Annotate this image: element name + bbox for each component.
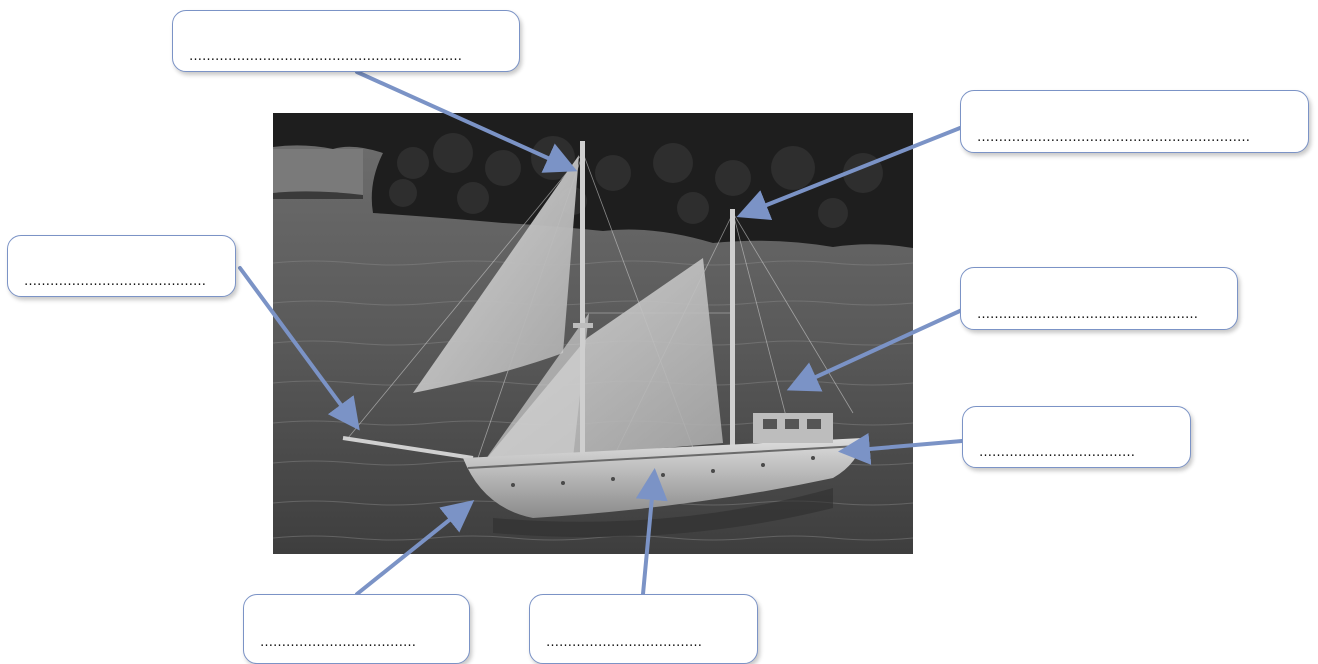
label-box-right-lower[interactable]: ……………………………… — [962, 406, 1191, 468]
label-blank-bottom-center: ……………………………… — [546, 636, 702, 650]
bowsprit — [342, 436, 474, 460]
label-blank-left: …………………………………… — [24, 275, 206, 289]
label-blank-bottom-left: ……………………………… — [260, 636, 416, 650]
label-blank-right-middle: …………………………………………… — [977, 308, 1198, 322]
schooner-photo — [273, 113, 913, 554]
label-blank-top-right: ……………………………………………………… — [977, 131, 1250, 145]
label-box-bottom-left[interactable]: ……………………………… — [243, 594, 470, 664]
jib-sail — [413, 155, 579, 393]
main-mast — [580, 141, 585, 471]
mizzen-mast — [730, 209, 735, 459]
label-box-top-center[interactable]: ……………………………………………………… — [172, 10, 520, 72]
label-blank-right-lower: ……………………………… — [979, 446, 1135, 460]
schooner-illustration — [273, 113, 913, 554]
label-box-right-middle[interactable]: …………………………………………… — [960, 267, 1238, 330]
label-box-top-right[interactable]: ……………………………………………………… — [960, 90, 1309, 153]
label-blank-top-center: ……………………………………………………… — [189, 50, 462, 64]
label-box-left[interactable]: …………………………………… — [7, 235, 236, 297]
label-box-bottom-center[interactable]: ……………………………… — [529, 594, 758, 664]
distant-water — [273, 149, 363, 199]
